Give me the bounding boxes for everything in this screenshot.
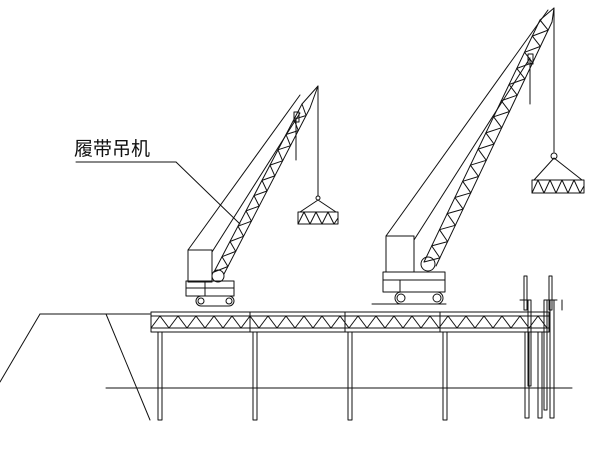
embankment xyxy=(0,313,151,421)
trestle-piles xyxy=(157,299,555,421)
callout-leader xyxy=(75,161,241,225)
end-posts xyxy=(519,275,563,311)
crawler-crane-label: 履带吊机 xyxy=(74,138,151,160)
trestle-deck xyxy=(150,311,550,333)
crawler-crane-left xyxy=(185,85,339,307)
crawler-crane-right xyxy=(371,7,585,305)
